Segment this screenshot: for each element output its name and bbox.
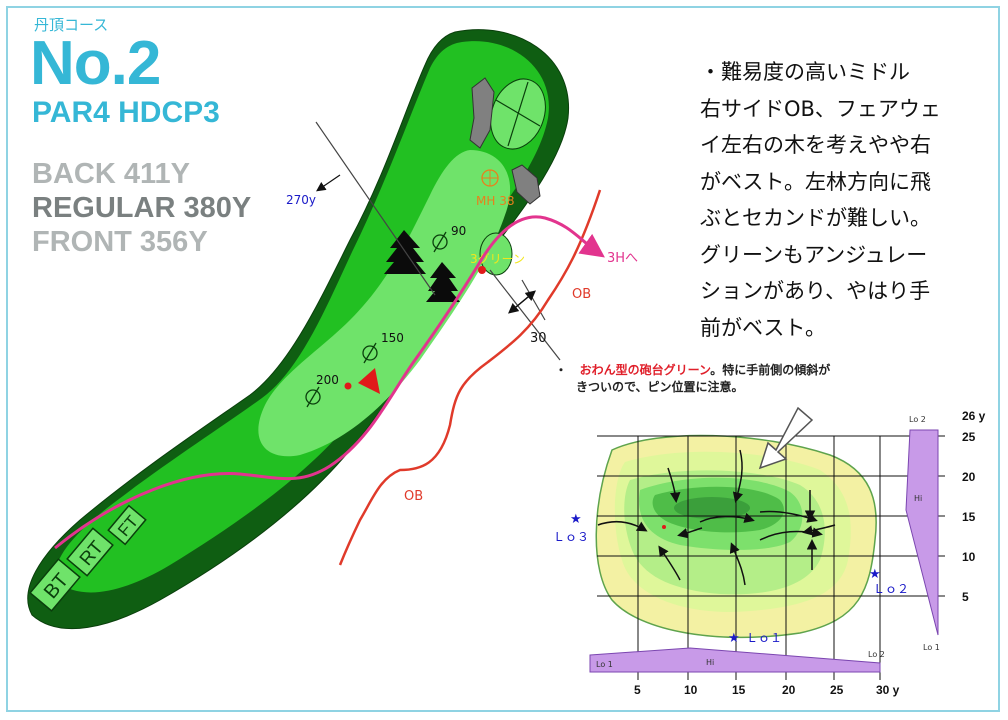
description-line: ぶとセカンドが難しい。 [700,206,931,230]
par-hdcp: PAR4 HDCP3 [32,96,220,129]
yardage-regular: REGULAR 380Y [32,192,252,224]
description-line: イ左右の木を考えやや右 [700,133,931,157]
side-profile-bottom: Lo 1 [923,643,940,652]
ob-label-lower: OB [404,489,423,504]
pin-label-lo2: Ｌｏ２ [873,582,909,596]
course-name: 丹頂コース [34,16,109,34]
mh-label: MH 38 [476,194,514,208]
pin-star-icon: ★ [869,567,881,582]
distance-label-150: 150 [381,331,404,345]
hole-number: No.2 [30,29,161,98]
green-contour-peak [674,497,750,519]
description-line: がベスト。左林方向に飛 [700,169,931,194]
y-tick-label: 20 [962,470,976,484]
ob-label-right: OB [572,287,591,302]
y-tick-label: 5 [962,590,969,604]
side-profile-mid: Hi [914,494,922,503]
slope-arrows [597,449,836,586]
green-note: ・ おわん型の砲台グリーン。特に手前側の傾斜が きついので、ピン位置に注意。 [555,362,830,396]
description-line: 右サイドOB、フェアウェ [700,96,941,121]
page-frame [6,6,1000,712]
side-slope-profile [905,429,939,636]
note-bullet: ・ [555,363,568,377]
distance-marker-150: 150 [362,331,404,364]
x-tick-label: 5 [634,683,641,697]
bunker-right [511,164,541,205]
side-profile-top: Lo 2 [909,415,926,424]
description-line: ・難易度の高いミドル [700,60,910,84]
fairway-landing [258,150,511,457]
hole-description: ・難易度の高いミドル 右サイドOB、フェアウェ イ左右の木を考えやや右 がベスト… [700,54,975,346]
landing-270-label: 270y [286,193,316,207]
x-tick-label: 25 [830,683,844,697]
x-tick-label: 30 y [876,683,900,697]
yardage-back: BACK 411Y [32,158,190,190]
pin-label-lo1: Ｌｏ１ [746,631,782,645]
distance-label-200: 200 [316,373,339,387]
distance-marker-200: 200 [305,373,339,408]
bottom-profile-right: Lo 2 [868,650,885,659]
bottom-slope-profile [589,647,881,673]
yardage-front: FRONT 356Y [32,226,208,258]
description-line: ションがあり、やはり手 [700,279,931,303]
pin-star-icon: ★ [728,631,740,646]
note-text: 。特に手前側の傾斜が [710,363,831,377]
y-tick-label: 15 [962,510,976,524]
y-axis-label: 26 y [962,409,986,423]
y-tick-label: 25 [962,430,976,444]
third-green-pin-icon [478,266,486,274]
x-tick-label: 10 [684,683,698,697]
pin-star-icon: ★ [570,512,582,527]
distance-marker-90: 90 [432,224,466,253]
ob-line-right [338,189,602,566]
pin-label-lo3: Ｌｏ３ [553,530,589,544]
x-tick-label: 20 [782,683,796,697]
pin-dot-icon [662,525,666,529]
note-highlight: おわん型の砲台グリーン [579,363,711,377]
bottom-profile-mid: Hi [706,658,714,667]
next-hole-label: 3Hへ [607,251,638,266]
third-green [479,232,513,276]
carry-30-label: 30 [530,331,547,346]
landing-flag-icon [358,368,380,394]
play-route [54,215,605,550]
description-line: グリーンもアンジュレー [700,242,928,267]
note-text: きついので、ピン位置に注意。 [576,380,744,394]
bottom-profile-left: Lo 1 [596,660,613,669]
x-tick-label: 15 [732,683,746,697]
distance-label-90: 90 [451,224,466,238]
description-line: 前がベスト。 [700,315,826,340]
green-grid [597,435,945,680]
tee-rt: RT [66,527,114,577]
bunker-left [469,77,495,149]
y-tick-label: 10 [962,550,976,564]
tee-ft: FT [107,504,147,546]
approach-arrow-icon [758,406,814,470]
fairway [55,41,549,593]
